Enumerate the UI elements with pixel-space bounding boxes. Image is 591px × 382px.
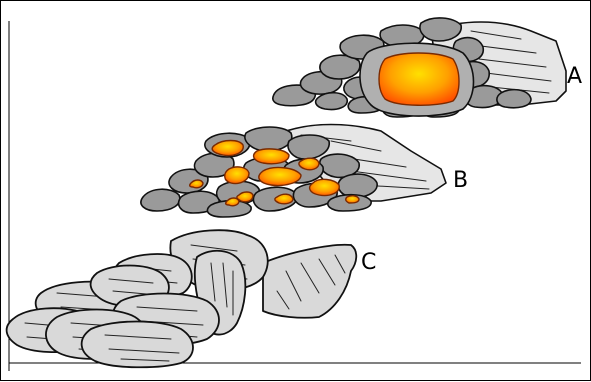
structure-b-lava-pockets [141, 125, 446, 218]
rock [316, 93, 348, 110]
flow-lobe [263, 245, 356, 318]
rock [245, 127, 292, 151]
lava-pocket-b [254, 149, 289, 164]
structure-c-flow-lobes [7, 230, 357, 367]
lava-pocket-b [310, 179, 340, 195]
lava-pocket-b [346, 196, 359, 203]
rock [420, 18, 461, 41]
structure-a-lava-tube [273, 18, 566, 117]
label-b: B [453, 168, 468, 193]
rock [338, 174, 377, 197]
lava-pocket-b [225, 167, 249, 184]
rock [497, 90, 531, 108]
lava-core-a [379, 53, 459, 105]
label-c: C [361, 250, 376, 275]
lava-pocket-b [259, 168, 301, 186]
label-a: A [567, 64, 582, 89]
rock [141, 189, 180, 211]
lava-pocket-b [299, 158, 319, 170]
flow-lobe [82, 322, 193, 368]
